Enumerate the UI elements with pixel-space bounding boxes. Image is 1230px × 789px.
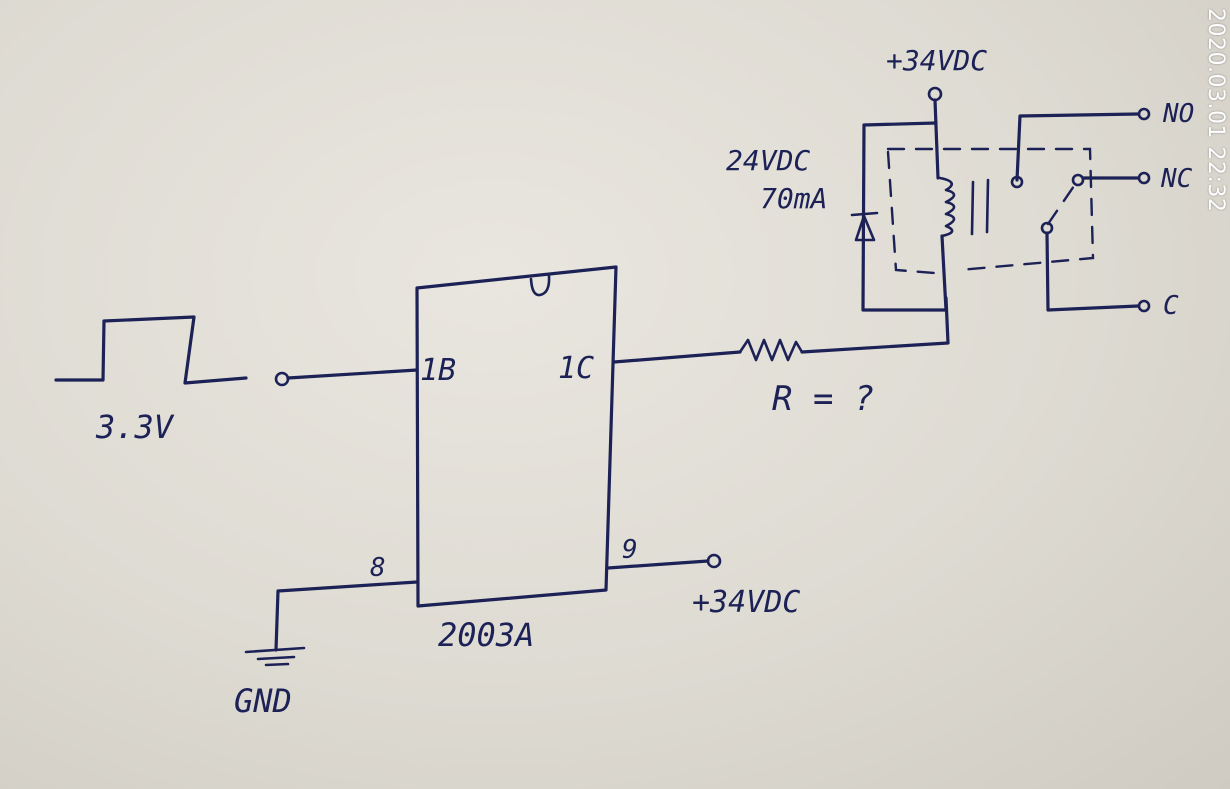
label-resistor: R = ? (772, 379, 874, 419)
flyback-diode (850, 211, 879, 242)
label-coil-voltage: 24VDC (726, 144, 810, 177)
label-pin-1b: 1B (420, 353, 456, 388)
nc-terminal (1137, 171, 1151, 185)
relay-dashed-inner (886, 150, 937, 275)
relay-dashed-linkage (886, 147, 1095, 272)
label-pin-8: 8 (370, 553, 386, 583)
ic-2003a-body (415, 265, 618, 608)
coil-core-line-1 (970, 180, 975, 236)
label-pin-1c: 1C (558, 351, 594, 386)
resistor-symbol (738, 338, 804, 362)
no-contact-point (1010, 175, 1024, 189)
c-terminal (1137, 299, 1151, 313)
wire-1c-to-resistor (612, 350, 742, 364)
wire-resistor-to-relay (800, 296, 950, 354)
wire-common-contact (1045, 231, 1140, 312)
nc-contact-point (1071, 173, 1085, 187)
wire-input-to-1b (286, 368, 419, 380)
relay-supply-terminal (927, 86, 943, 102)
label-gnd: GND (234, 682, 292, 720)
wire-no-contact (1015, 112, 1140, 182)
relay-outline (861, 121, 948, 312)
photo-timestamp: 2020.03.01 22:32 (1203, 8, 1228, 213)
wire-supply-to-coil (933, 98, 940, 180)
label-supply-bottom: +34VDC (692, 585, 800, 620)
ic-notch (529, 274, 551, 297)
relay-armature (1046, 184, 1076, 226)
relay-coil (938, 176, 956, 238)
label-nc: NC (1160, 164, 1193, 194)
no-terminal (1137, 107, 1151, 121)
label-coil-current: 70mA (760, 182, 827, 215)
label-c: C (1163, 291, 1179, 321)
label-ic-name: 2003A (438, 616, 534, 654)
label-pin-9: 9 (622, 535, 638, 565)
label-no: NO (1162, 99, 1194, 129)
wire-pin8-to-gnd (274, 580, 419, 652)
label-supply-top: +34VDC (886, 44, 987, 77)
wire-coil-bottom (940, 234, 948, 312)
coil-core-line-2 (985, 178, 990, 234)
input-terminal (274, 371, 290, 387)
input-pulse-waveform (54, 315, 248, 385)
label-input-voltage: 3.3V (95, 408, 175, 446)
pin9-terminal (706, 553, 722, 569)
ground-symbol (244, 646, 306, 667)
wire-pin9-to-supply (606, 559, 710, 570)
